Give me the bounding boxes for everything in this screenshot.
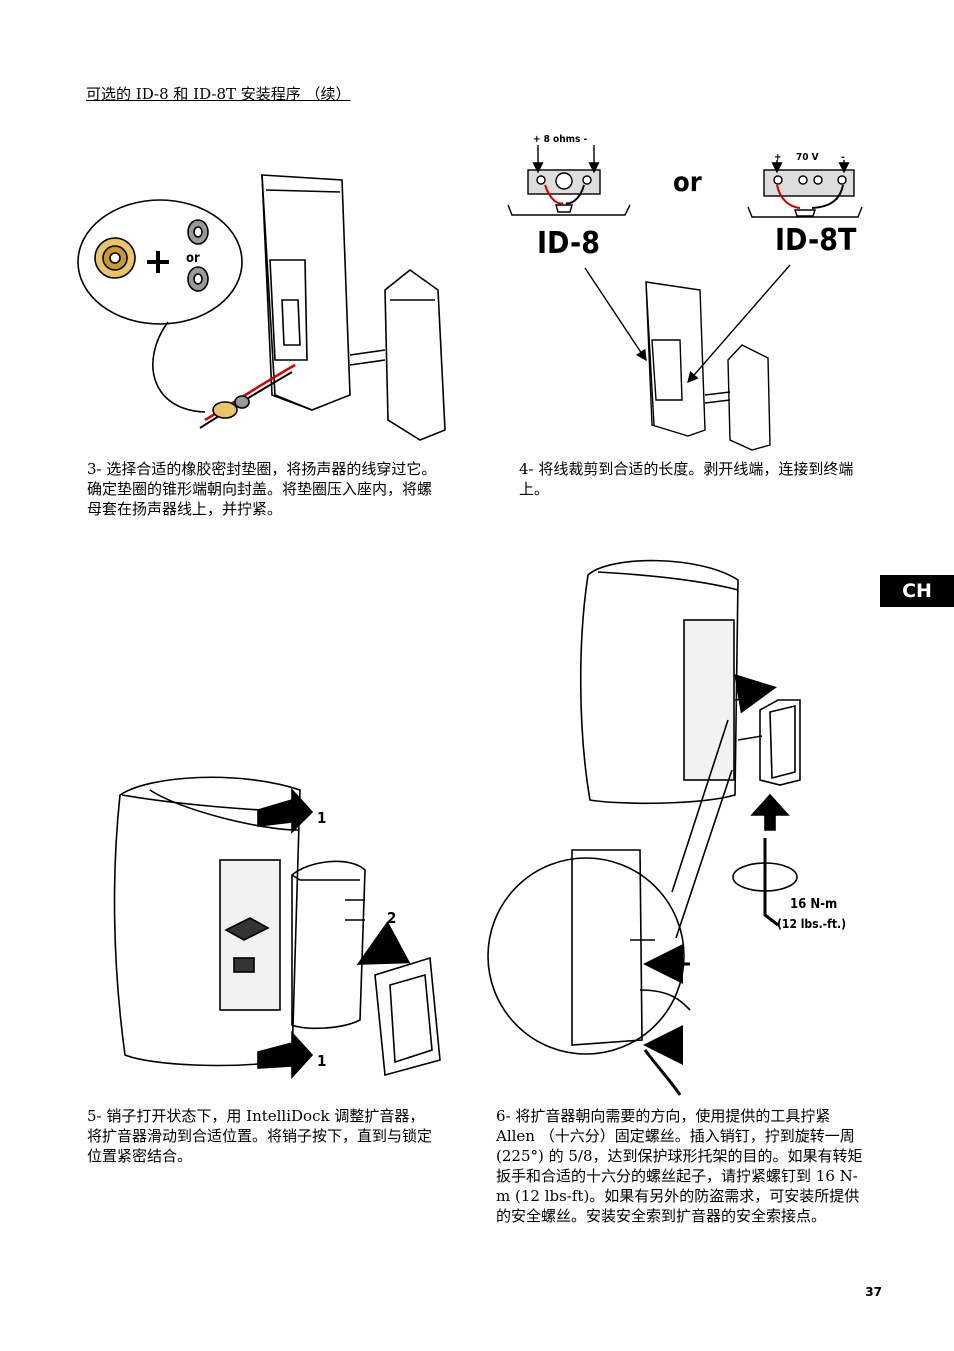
zoom-bubble <box>77 199 243 325</box>
figure-step4 <box>507 145 863 451</box>
arrow-1-top <box>257 787 314 834</box>
fig5-label-2: 2 <box>387 909 396 927</box>
terminal-panel-id8 <box>507 145 631 216</box>
figure-step5 <box>113 776 441 1080</box>
rotation-indicator <box>732 862 798 892</box>
terminal-panel-id8t <box>747 160 863 218</box>
step-6-caption: 6- 将扩音器朝向需要的方向，使用提供的工具拧紧 Allen （十六分）固定螺丝… <box>496 1106 864 1226</box>
intellidock-bracket-icon <box>291 860 441 1077</box>
fig4-volt-label: 70 V <box>796 152 819 163</box>
speaker-small-icon <box>645 281 771 451</box>
fig6-torque-imperial: (12 lbs.-ft.) <box>777 917 846 931</box>
arrow-1-bottom <box>257 1030 314 1080</box>
leader-line <box>152 321 206 413</box>
step-4-caption: 4- 将线裁剪到合适的长度。剥开线端，连接到终端上。 <box>519 459 859 499</box>
fig4-volt-minus: - <box>841 152 845 163</box>
fig3-or-label: or <box>186 251 200 266</box>
page-number: 37 <box>865 1285 882 1299</box>
step-4-text: 4- 将线裁剪到合适的长度。剥开线端，连接到终端上。 <box>519 460 854 498</box>
fig4-or-label: or <box>673 167 702 198</box>
speaker-cable <box>204 363 296 422</box>
fig4-id8-label: ID-8 <box>537 226 600 261</box>
allen-key-icon <box>763 838 779 927</box>
gland-nut-on-cable-icon <box>212 395 250 419</box>
speaker-enclosure-icon <box>261 174 351 411</box>
page-title: 可选的 ID-8 和 ID-8T 安装程序 （续） <box>86 85 351 103</box>
fig4-id8t-label: ID-8T <box>775 223 857 258</box>
zoom-circle <box>487 857 685 1055</box>
fig4-ohms-label: + 8 ohms - <box>533 134 588 145</box>
step-5-text: 5- 销子打开状态下，用 IntelliDock 调整扩音器，将扩音器滑动到合适… <box>87 1107 433 1165</box>
gland-nut-icon <box>94 237 136 279</box>
fig4-volt-plus: + <box>774 152 782 163</box>
zoom-detail <box>571 849 691 1096</box>
up-arrow <box>750 793 790 831</box>
wall-bracket-icon <box>759 699 801 786</box>
fig5-label-1-bottom: 1 <box>317 1052 326 1070</box>
figure-step6 <box>487 559 801 1096</box>
step-3-caption: 3- 选择合适的橡胶密封垫圈，将扬声器的线穿过它。确定垫圈的锥形端朝向封盖。将垫… <box>87 459 437 519</box>
grommet-icon <box>187 219 209 292</box>
fig5-label-1-top: 1 <box>317 809 326 827</box>
arrow-2 <box>356 920 411 965</box>
speaker-rear-icon <box>579 559 763 805</box>
step-6-text: 6- 将扩音器朝向需要的方向，使用提供的工具拧紧 Allen （十六分）固定螺丝… <box>496 1107 863 1225</box>
language-tab: CH <box>880 575 954 607</box>
plus-icon <box>147 251 169 273</box>
speaker-large-icon <box>113 776 301 1067</box>
fig6-torque-label: 16 N-m <box>790 897 837 912</box>
rotate-arrow <box>734 674 777 714</box>
step-5-caption: 5- 销子打开状态下，用 IntelliDock 调整扩音器，将扩音器滑动到合适… <box>87 1106 437 1166</box>
step-3-text: 3- 选择合适的橡胶密封垫圈，将扬声器的线穿过它。确定垫圈的锥形端朝向封盖。将垫… <box>87 460 437 518</box>
figure-step3 <box>77 174 446 441</box>
